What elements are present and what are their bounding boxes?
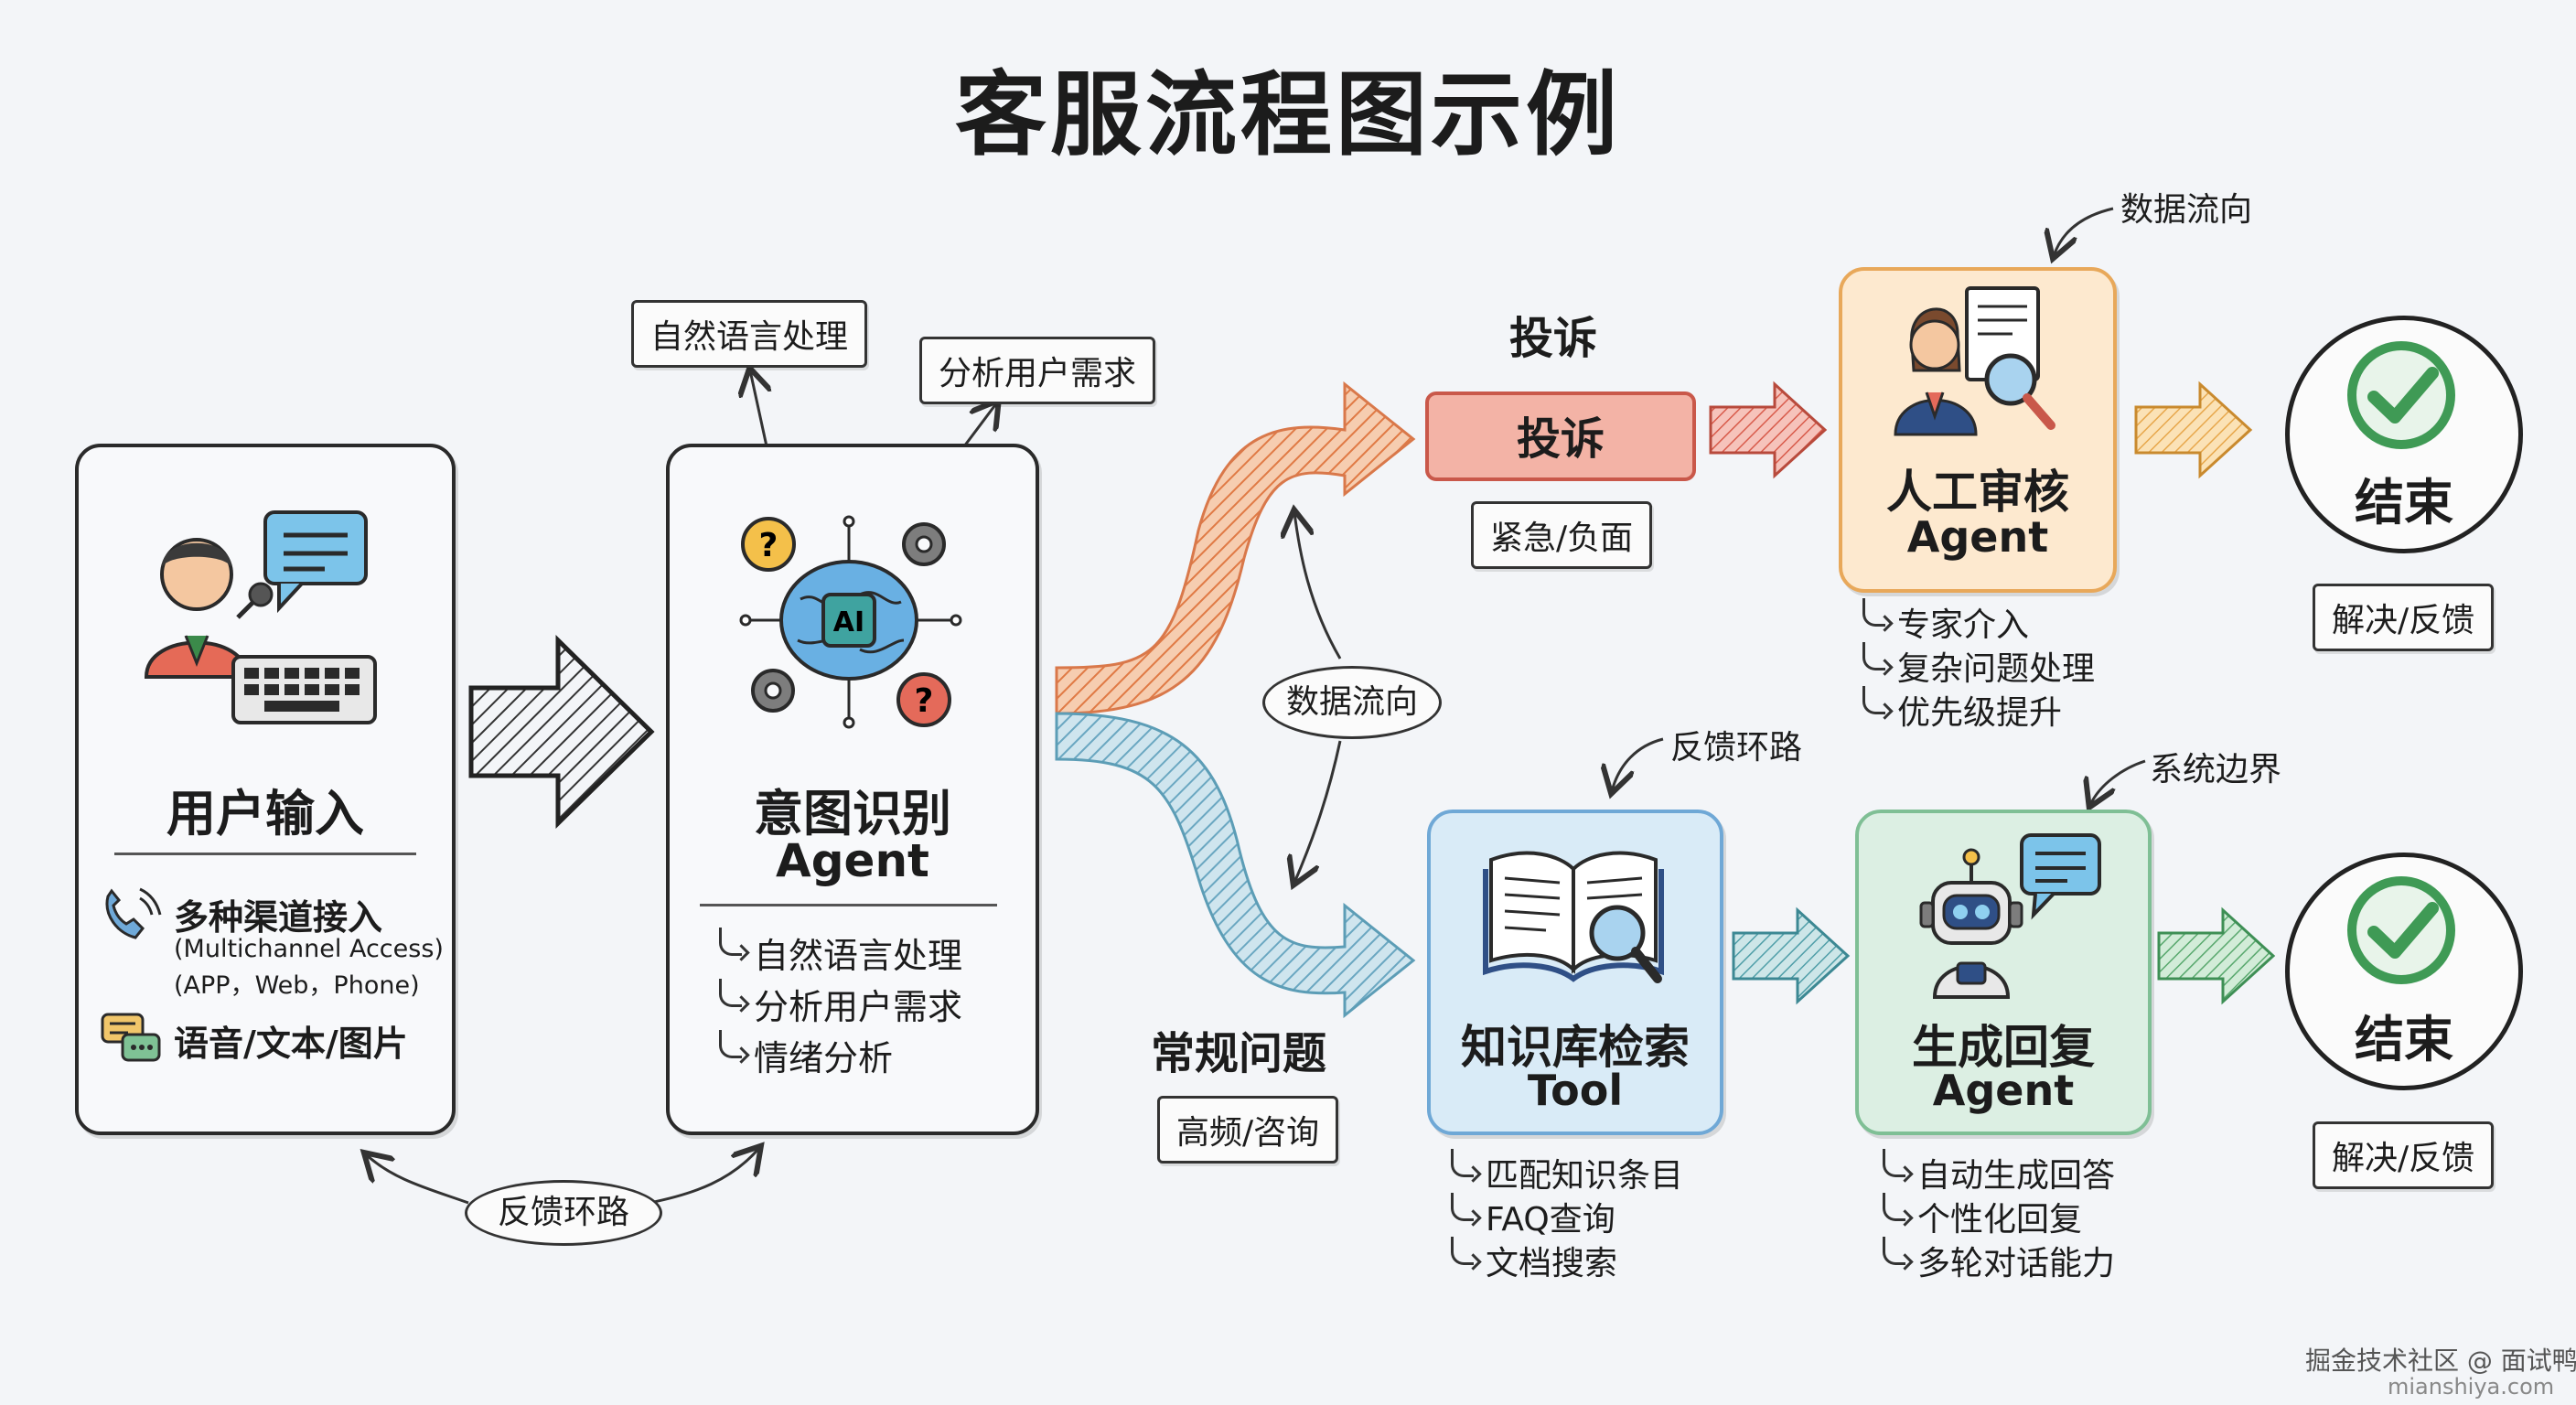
list-item: 自动生成回答	[1877, 1149, 2115, 1198]
channel-list: (APP，Web，Phone)	[174, 971, 420, 1000]
arrow-review-to-end	[2134, 381, 2253, 479]
intent-title: 意图识别	[754, 785, 951, 842]
media-label: 语音/文本/图片	[174, 1024, 408, 1064]
book-search-icon	[1483, 851, 1664, 983]
arrow-complaint-to-review	[1709, 381, 1828, 479]
list-item: 专家介入	[1857, 598, 2095, 648]
list-item: FAQ查询	[1445, 1193, 1683, 1242]
list-item: 匹配知识条目	[1445, 1149, 1683, 1198]
feedback-loop-oval: 反馈环路	[465, 1180, 662, 1246]
intent-subtitle: Agent	[776, 834, 929, 887]
arrow-knowledge-to-generate	[1732, 906, 1851, 1005]
ai-chip-label: AI	[833, 606, 864, 638]
tag-nlp: 自然语言处理	[631, 300, 868, 368]
knowledge-title: 知识库检索	[1461, 1021, 1690, 1074]
list-item: 复杂问题处理	[1857, 642, 2095, 692]
end-bottom-label: 结束	[2355, 1011, 2453, 1068]
knowledge-subtitle: Tool	[1527, 1066, 1624, 1115]
svg-text:?: ?	[915, 682, 934, 720]
user-at-keyboard-icon	[144, 510, 377, 724]
list-item: 文档搜索	[1445, 1237, 1683, 1286]
data-flow-oval: 数据流向	[1262, 666, 1442, 739]
list-item: 个性化回复	[1877, 1193, 2115, 1242]
arrow-generate-to-end	[2157, 906, 2276, 1005]
complaint-box[interactable]	[1425, 391, 1696, 481]
list-item: 多轮对话能力	[1877, 1237, 2115, 1286]
end-bottom-tag: 解决/反馈	[2313, 1121, 2495, 1189]
feedback-loop-note: 反馈环路	[1670, 729, 1803, 767]
watermark-line1: 掘金技术社区 @ 面试鸭鸭	[2305, 1346, 2576, 1376]
ai-brain-icon: ? ? AI	[739, 515, 962, 729]
fork-arrow-regular	[1055, 712, 1416, 1019]
page-title: 客服流程图示例	[955, 61, 1621, 168]
system-boundary-note: 系统边界	[2150, 751, 2282, 788]
reviewer-icon	[1894, 286, 2055, 436]
end-top-tag: 解决/反馈	[2313, 584, 2495, 651]
fork-arrow-complaint	[1055, 381, 1416, 715]
complaint-heading: 投诉	[1509, 313, 1598, 364]
data-flow-note: 数据流向	[2120, 191, 2253, 229]
arrow-user-to-intent	[468, 635, 655, 829]
list-item: 情绪分析	[714, 1030, 962, 1081]
end-top-label: 结束	[2355, 474, 2453, 531]
list-item: 自然语言处理	[714, 928, 962, 979]
check-circle-icon	[2347, 876, 2455, 984]
human-review-subtitle: Agent	[1906, 512, 2049, 562]
generate-reply-card[interactable]	[1855, 810, 2152, 1135]
knowledge-feature-list: 匹配知识条目 FAQ查询 文档搜索	[1445, 1149, 1683, 1286]
watermark-line2: mianshiya.com	[2388, 1374, 2555, 1400]
channel-label: 多种渠道接入	[174, 897, 383, 938]
user-input-title: 用户输入	[166, 785, 364, 842]
intent-feature-list: 自然语言处理 分析用户需求 情绪分析	[714, 928, 962, 1081]
svg-text:?: ?	[759, 527, 778, 564]
chat-bubbles-icon	[101, 1013, 161, 1062]
tag-analyze-needs: 分析用户需求	[919, 337, 1156, 404]
human-review-title: 人工审核	[1886, 466, 2069, 519]
generate-subtitle: Agent	[1932, 1066, 2075, 1115]
list-item: 分析用户需求	[714, 979, 962, 1030]
check-circle-icon	[2347, 341, 2455, 449]
list-item: 优先级提升	[1857, 686, 2095, 735]
regular-heading: 常规问题	[1151, 1028, 1327, 1079]
phone-waves-icon	[105, 887, 162, 939]
channel-en: (Multichannel Access)	[174, 935, 444, 963]
generate-feature-list: 自动生成回答 个性化回复 多轮对话能力	[1877, 1149, 2115, 1286]
regular-tag: 高频/咨询	[1157, 1096, 1339, 1164]
complaint-tag: 紧急/负面	[1471, 501, 1653, 569]
human-review-feature-list: 专家介入 复杂问题处理 优先级提升	[1857, 598, 2095, 735]
complaint-box-label: 投诉	[1516, 413, 1605, 465]
generate-title: 生成回复	[1912, 1021, 2095, 1074]
chat-robot-icon	[1919, 833, 2101, 999]
